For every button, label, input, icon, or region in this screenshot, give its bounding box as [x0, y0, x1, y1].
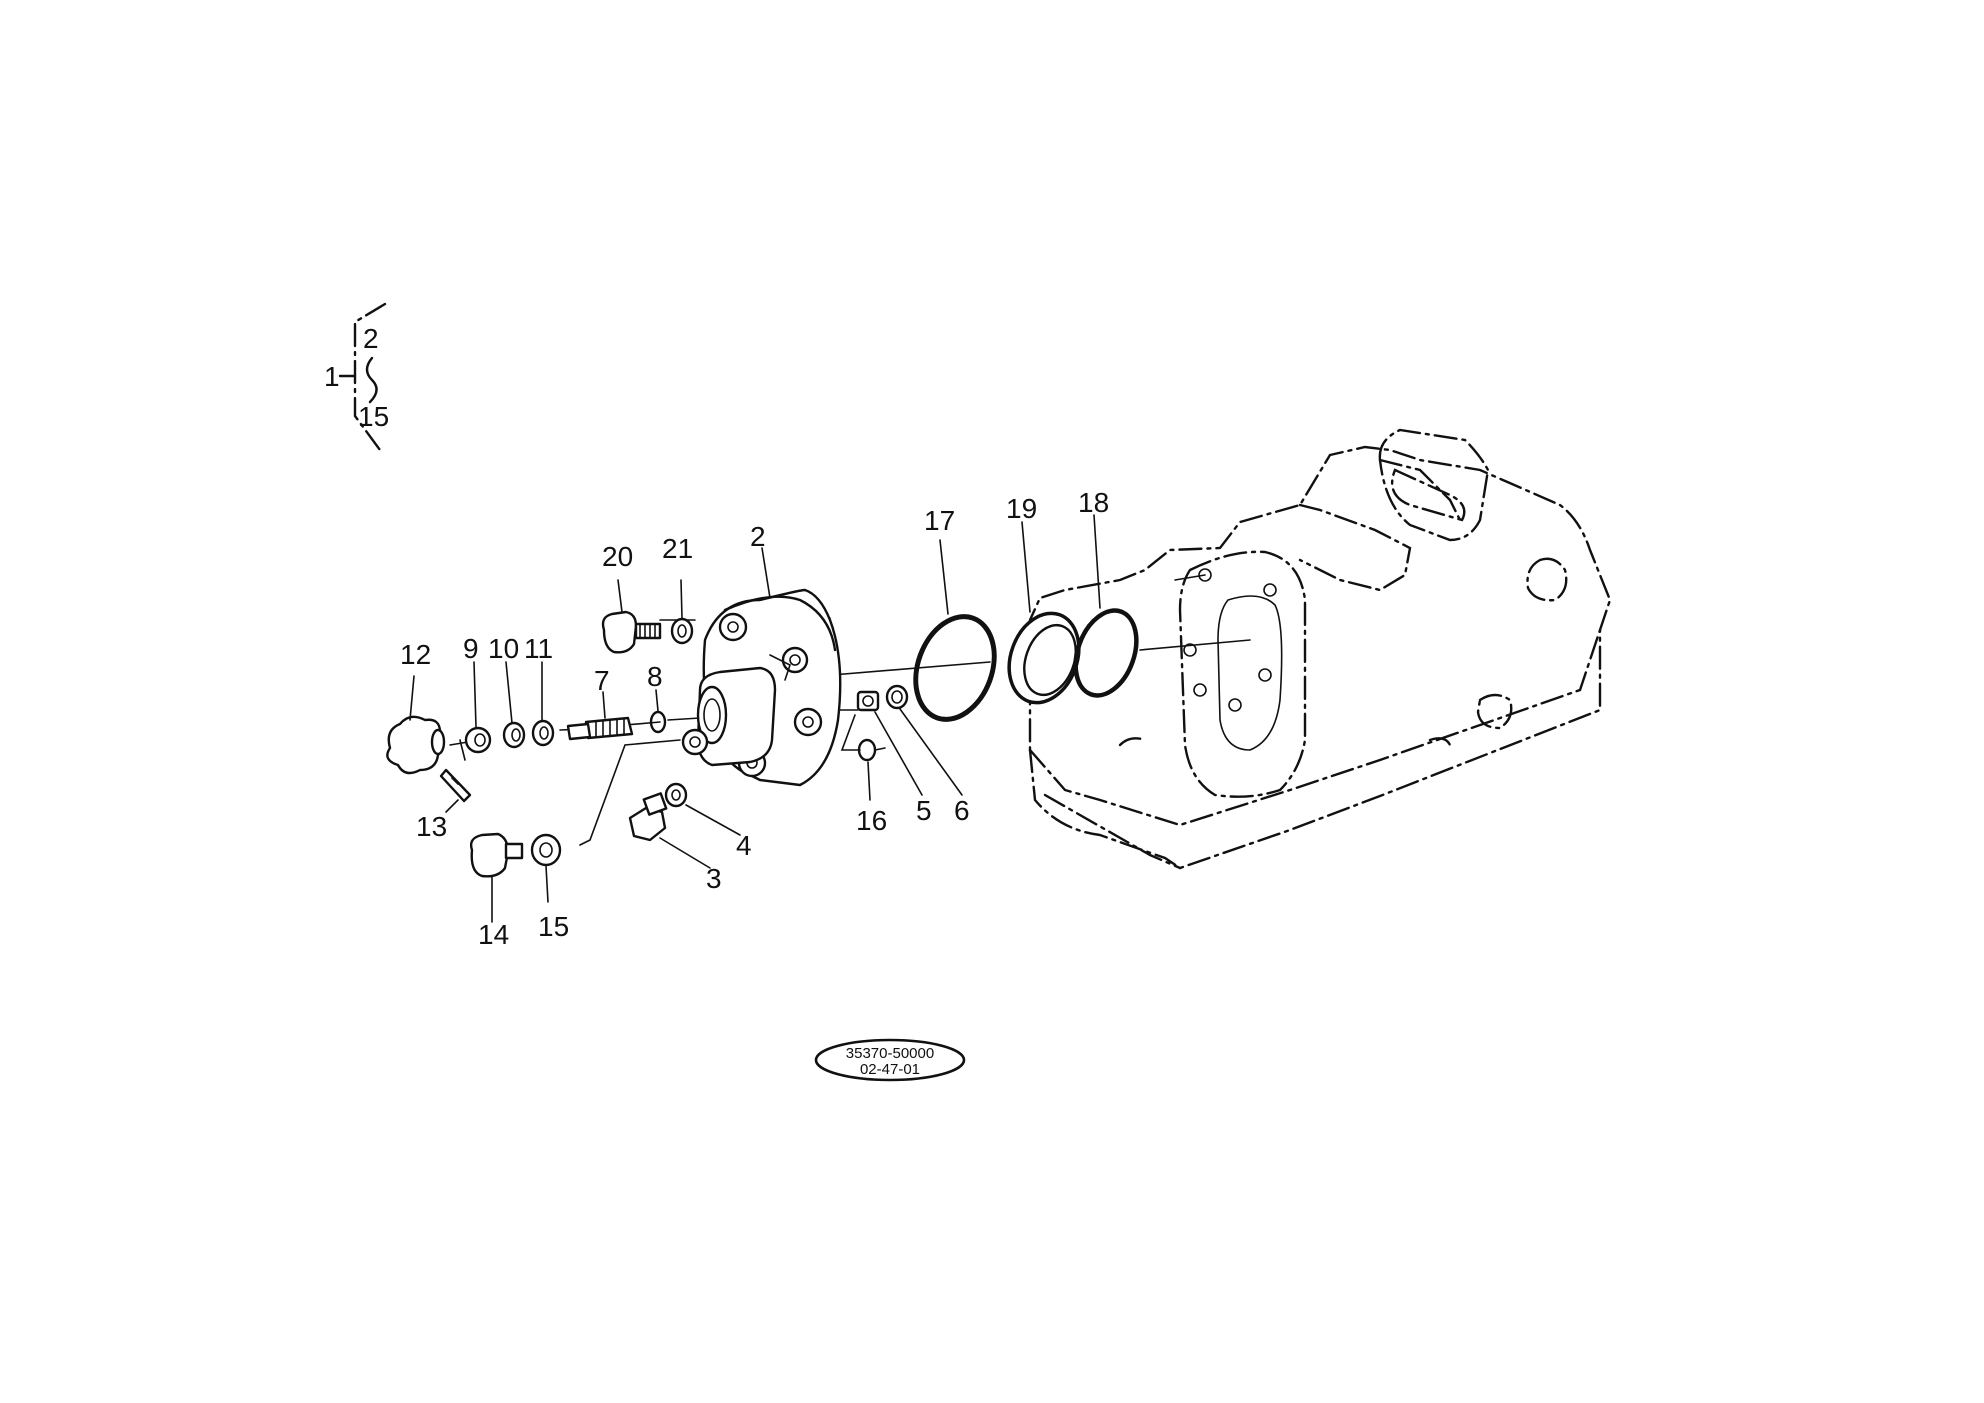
callout-labels: 2 3 4 5 6 7 8 9 10 11 12 13 14 15 16 17 …	[400, 487, 1109, 950]
callout-5: 5	[916, 795, 932, 826]
plug-14	[469, 832, 524, 878]
bolt-3	[628, 792, 668, 842]
drawing-code-line1: 35370-50000	[846, 1045, 934, 1062]
assembly-bracket: 1 2 15	[324, 302, 389, 452]
callout-11: 11	[524, 633, 553, 664]
washer-9	[464, 726, 492, 754]
o-ring-16	[857, 738, 877, 762]
washer-4	[664, 782, 688, 808]
callout-14: 14	[478, 919, 509, 950]
callout-9: 9	[463, 633, 479, 664]
callout-13: 13	[416, 811, 447, 842]
transmission-housing	[1028, 428, 1612, 870]
nut-10	[502, 721, 526, 749]
o-ring-18	[1073, 608, 1139, 698]
callout-16: 16	[856, 805, 887, 836]
callout-15: 15	[538, 911, 569, 942]
assembly-range-start-label: 2	[363, 323, 379, 354]
callout-17: 17	[924, 505, 955, 536]
bolt-20	[601, 610, 662, 654]
callout-4: 4	[736, 830, 752, 861]
washer-15	[530, 833, 562, 867]
adjusting-screw-7	[566, 716, 634, 741]
o-ring-17	[913, 614, 997, 722]
assembly-parent-label: 1	[324, 361, 340, 392]
drawing-code-line2: 02-47-01	[860, 1061, 920, 1078]
callout-2: 2	[750, 521, 766, 552]
callout-6: 6	[954, 795, 970, 826]
callout-18: 18	[1078, 487, 1109, 518]
o-ring-6	[885, 684, 909, 710]
callout-8: 8	[647, 661, 663, 692]
callout-10: 10	[488, 633, 519, 664]
pump-cover	[681, 588, 842, 787]
drawing-code-badge: 35370-50000 02-47-01	[814, 1038, 966, 1082]
callout-20: 20	[602, 541, 633, 572]
washer-21	[670, 617, 694, 645]
fitting-5	[856, 690, 880, 712]
callout-3: 3	[706, 863, 722, 894]
callout-12: 12	[400, 639, 431, 670]
leader-lines	[409, 514, 1101, 923]
callout-19: 19	[1006, 493, 1037, 524]
assembly-range-end-label: 15	[358, 401, 389, 432]
callout-7: 7	[594, 665, 610, 696]
callout-21: 21	[662, 533, 693, 564]
washer-11	[531, 719, 555, 747]
pin-13	[439, 768, 472, 803]
knob-12	[386, 715, 446, 775]
o-ring-8	[649, 710, 667, 734]
